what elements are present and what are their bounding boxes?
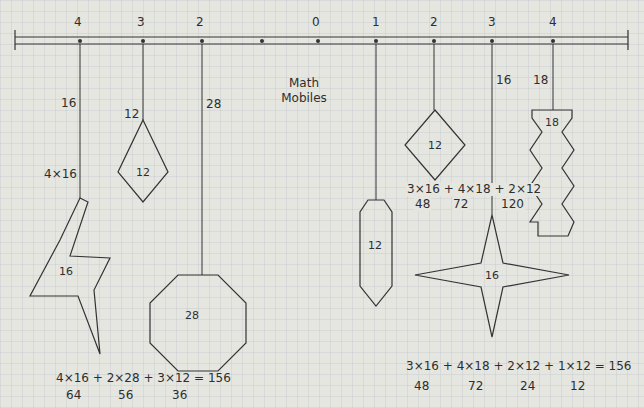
product: 24 [520, 380, 535, 393]
beam-number: 3 [137, 16, 145, 29]
weight-number: 28 [185, 309, 199, 322]
product: 72 [468, 380, 483, 393]
beam-number: 0 [312, 16, 320, 29]
beam-number: 2 [430, 16, 438, 29]
string-weight: 18 [533, 74, 548, 87]
product: 12 [570, 380, 585, 393]
product: 64 [66, 389, 81, 402]
lightning-bolt: 16 [28, 198, 112, 354]
shape-outline [150, 275, 246, 371]
product: 36 [172, 389, 187, 402]
product: 48 [414, 380, 429, 393]
weight-number: 16 [485, 269, 499, 282]
equation: 4×16 + 2×28 + 3×12 = 156 [56, 372, 231, 385]
weight-number: 16 [59, 265, 73, 278]
diamond-shape: 12 [405, 110, 465, 180]
beam [15, 30, 628, 50]
octagon-shape: 28 [150, 275, 246, 371]
product: 48 [414, 198, 431, 211]
note: 4×16 [44, 168, 77, 181]
string-weight: 28 [206, 98, 221, 111]
beam-number: 2 [196, 16, 204, 29]
weight-number: 12 [368, 239, 382, 252]
product: 120 [500, 198, 525, 211]
beam-number: 4 [74, 16, 82, 29]
diamond-shape: 12 [118, 120, 168, 202]
weight-number: 12 [136, 166, 150, 179]
string-weight: 16 [496, 74, 511, 87]
beam-number: 3 [488, 16, 496, 29]
shape-outline [528, 110, 576, 236]
string-weight: 12 [124, 108, 139, 121]
product: 56 [118, 389, 133, 402]
beam-number: 4 [549, 16, 557, 29]
equation: 3×16 + 4×18 + 2×12 [406, 183, 542, 196]
zigzag-shape: 18 [528, 110, 576, 236]
title: Math Mobiles [276, 76, 332, 106]
shape-outline [360, 200, 392, 306]
equation: 3×16 + 4×18 + 2×12 + 1×12 = 156 [406, 360, 631, 373]
shape-outline [118, 120, 168, 202]
weight-number: 12 [428, 139, 442, 152]
star-shape: 16 [415, 215, 569, 337]
product: 72 [452, 198, 469, 211]
beam-ticks [78, 39, 555, 43]
weight-number: 18 [545, 116, 559, 129]
pendant-shape: 12 [360, 200, 392, 306]
string-weight: 16 [61, 97, 76, 110]
strings [80, 44, 553, 275]
beam-number: 1 [372, 16, 380, 29]
